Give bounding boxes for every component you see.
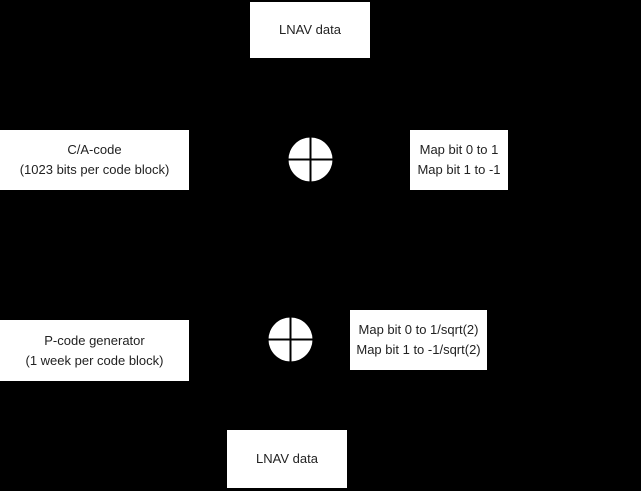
mixer-multiplier-icon-lower [268,317,313,362]
node-map-bits-p-line2: Map bit 1 to -1/sqrt(2) [356,342,481,357]
mixer-circle-cross-icon [288,137,333,182]
node-p-code-generator-line1: P-code generator [44,332,145,348]
node-map-bits-p-line1: Map bit 0 to 1/sqrt(2) [358,322,479,337]
node-map-bits-ca-line2: Map bit 1 to -1 [417,162,501,177]
node-lnav-data-bottom: LNAV data [227,430,347,488]
mixer-circle-cross-icon [268,317,313,362]
mixer-multiplier-icon-upper [288,137,333,182]
node-lnav-data-bottom-label: LNAV data [256,451,318,466]
node-lnav-data-top: LNAV data [250,2,370,58]
node-lnav-data-top-label: LNAV data [279,22,341,37]
node-map-bits-ca: Map bit 0 to 1 Map bit 1 to -1 [410,130,508,190]
node-ca-code: C/A-code (1023 bits per code block) [0,130,189,190]
node-map-bits-p: Map bit 0 to 1/sqrt(2) Map bit 1 to -1/s… [350,310,487,370]
node-p-code-generator-line2: (1 week per code block) [25,352,164,368]
node-ca-code-label-line1: C/A-code [67,142,122,157]
node-map-bits-ca-line1: Map bit 0 to 1 [419,142,499,157]
node-p-code-generator: P-code generator (1 week per code block) [0,320,189,381]
node-ca-code-label-line2: (1023 bits per code block) [19,162,170,177]
